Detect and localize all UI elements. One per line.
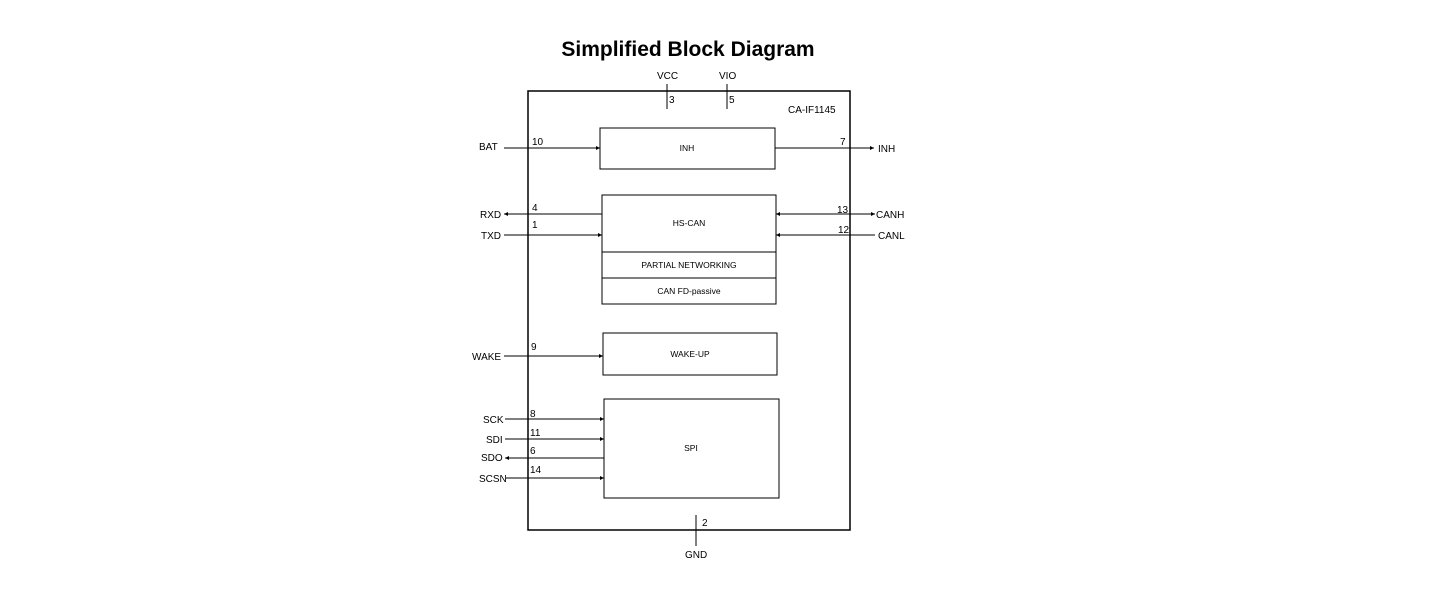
wake-block-label: WAKE-UP	[670, 349, 710, 359]
vcc-label: VCC	[657, 71, 678, 82]
spi-block-label: SPI	[684, 443, 698, 453]
sdo-pin: 6	[530, 446, 536, 457]
sck-pin: 8	[530, 409, 536, 420]
diagram-title: Simplified Block Diagram	[561, 38, 815, 61]
canh-label: CANH	[876, 210, 904, 221]
hscan-block-label: HS-CAN	[673, 218, 706, 228]
partial-networking-label: PARTIAL NETWORKING	[641, 260, 736, 270]
sdo-label: SDO	[481, 453, 503, 464]
canfd-block-label: CAN FD-passive	[657, 286, 721, 296]
vcc-pin: 3	[669, 95, 675, 106]
chip-name: CA-IF1145	[788, 105, 836, 116]
scsn-label: SCSN	[479, 474, 507, 485]
gnd-pin: 2	[702, 518, 708, 529]
rxd-pin: 4	[532, 203, 538, 214]
canl-pin: 12	[838, 225, 850, 236]
rxd-label: RXD	[480, 210, 501, 221]
spi-block	[603, 398, 780, 499]
inh-out-pin: 7	[840, 137, 846, 148]
scsn-pin: 14	[530, 465, 542, 476]
sck-label: SCK	[483, 415, 504, 426]
canfd-block	[601, 277, 777, 305]
chip-outline	[527, 90, 851, 531]
txd-pin: 1	[532, 220, 538, 231]
sdi-pin: 11	[530, 428, 541, 439]
inh-out-label: INH	[878, 144, 895, 155]
bat-pin: 10	[532, 137, 544, 148]
wake-label: WAKE	[472, 352, 501, 363]
gnd-label: GND	[685, 550, 707, 561]
sdi-label: SDI	[486, 435, 503, 446]
vio-pin: 5	[729, 95, 735, 106]
txd-label: TXD	[481, 231, 501, 242]
canl-label: CANL	[878, 231, 905, 242]
inh-block-label: INH	[680, 143, 695, 153]
canh-pin: 13	[837, 205, 849, 216]
wake-block	[602, 332, 778, 376]
vio-label: VIO	[719, 71, 736, 82]
bat-label: BAT	[479, 142, 498, 153]
wake-pin: 9	[531, 342, 537, 353]
